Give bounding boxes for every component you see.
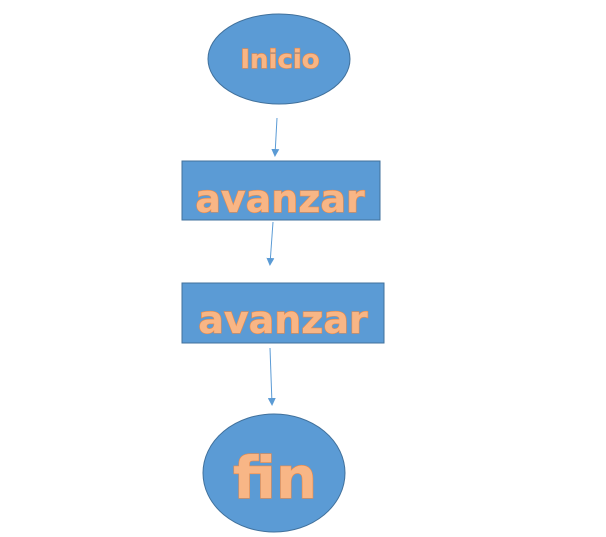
arrow-step1-to-step2	[266, 221, 275, 266]
process-node-2-label: avanzar	[198, 298, 368, 342]
process-node-1-label: avanzar	[195, 177, 365, 221]
process-node-2-shape	[181, 282, 385, 344]
start-node-label: Inicio	[240, 45, 319, 75]
end-node-label: fin	[233, 444, 317, 512]
arrow-step2-to-end	[267, 347, 276, 406]
end-node-shape	[202, 413, 346, 533]
arrow-start-to-step1	[271, 117, 280, 157]
start-node-shape	[207, 13, 351, 105]
process-node-1: avanzar	[181, 160, 381, 222]
process-node-2: avanzar	[181, 282, 385, 344]
end-node: fin	[202, 413, 346, 533]
start-node: Inicio	[207, 13, 351, 105]
process-node-1-shape	[181, 160, 381, 221]
